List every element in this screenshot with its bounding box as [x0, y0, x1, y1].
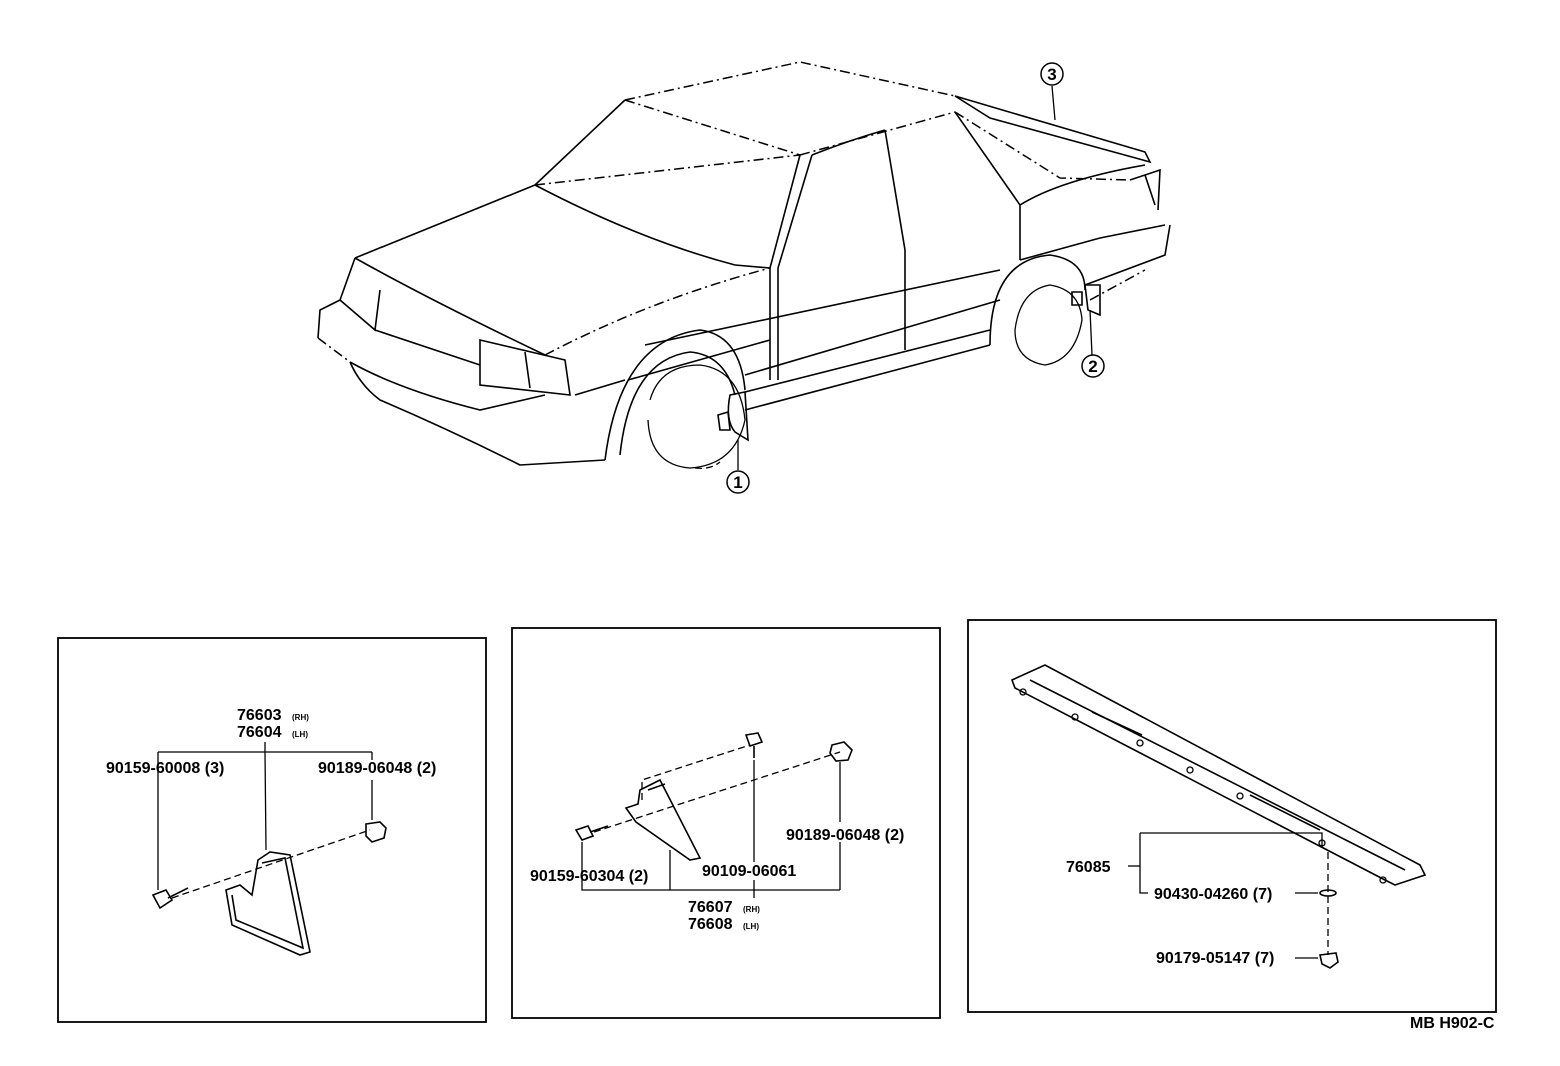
callout-1: [726, 470, 750, 494]
callout-2-label: 2: [1088, 357, 1097, 376]
callout-3-label: 3: [1047, 65, 1056, 84]
diagram-code: MB H902-C: [1410, 1015, 1495, 1032]
nut-part-number: 90189-06048 (2): [318, 760, 436, 777]
tag-rh: (RH): [743, 905, 760, 914]
mudguard-icon: [624, 778, 702, 861]
nut-icon: [365, 821, 387, 843]
car-illustration: 1 2 3: [317, 61, 1171, 494]
screw-part-number: 90159-60304 (2): [530, 868, 648, 885]
screw-part-number: 90159-60008 (3): [106, 760, 224, 777]
panel-rear-mudguard: 90189-06048 (2) 90159-60304 (2) 90109-06…: [511, 627, 941, 1019]
nut-part-number: 90189-06048 (2): [786, 827, 904, 844]
part-number-lh: 76604: [237, 724, 282, 741]
part-number-lh: 76608: [688, 916, 733, 933]
part-number-rh: 76603: [237, 707, 282, 724]
nut-icon: [829, 741, 853, 762]
washer-icon: [1319, 889, 1337, 897]
panel-rear-spoiler: 76085 90430-04260 (7) 90179-05147 (7): [967, 619, 1497, 1013]
panel-front-mudguard: 76603 (RH) 76604 (LH) 90159-60008 (3) 90…: [57, 637, 487, 1023]
screw-icon: [151, 889, 174, 910]
washer-part-number: 90430-04260 (7): [1154, 886, 1272, 903]
nut-icon: [1319, 952, 1339, 969]
callout-2: [1081, 354, 1105, 378]
part-number-rh: 76607: [688, 899, 733, 916]
panel-frame: [511, 627, 941, 1019]
bolt-icon: [744, 732, 764, 748]
screw-icon: [574, 825, 595, 841]
callout-3: [1040, 62, 1064, 86]
tag-lh: (LH): [743, 922, 759, 931]
bolt-part-number: 90109-06061: [702, 863, 796, 880]
nut-part-number: 90179-05147 (7): [1156, 950, 1274, 967]
panel-frame: [967, 619, 1497, 1013]
panel-frame: [57, 637, 487, 1023]
callout-1-label: 1: [733, 473, 742, 492]
tag-rh: (RH): [292, 713, 309, 722]
tag-lh: (LH): [292, 730, 308, 739]
spoiler-part-number: 76085: [1066, 859, 1111, 876]
mudguard-icon: [225, 851, 311, 956]
